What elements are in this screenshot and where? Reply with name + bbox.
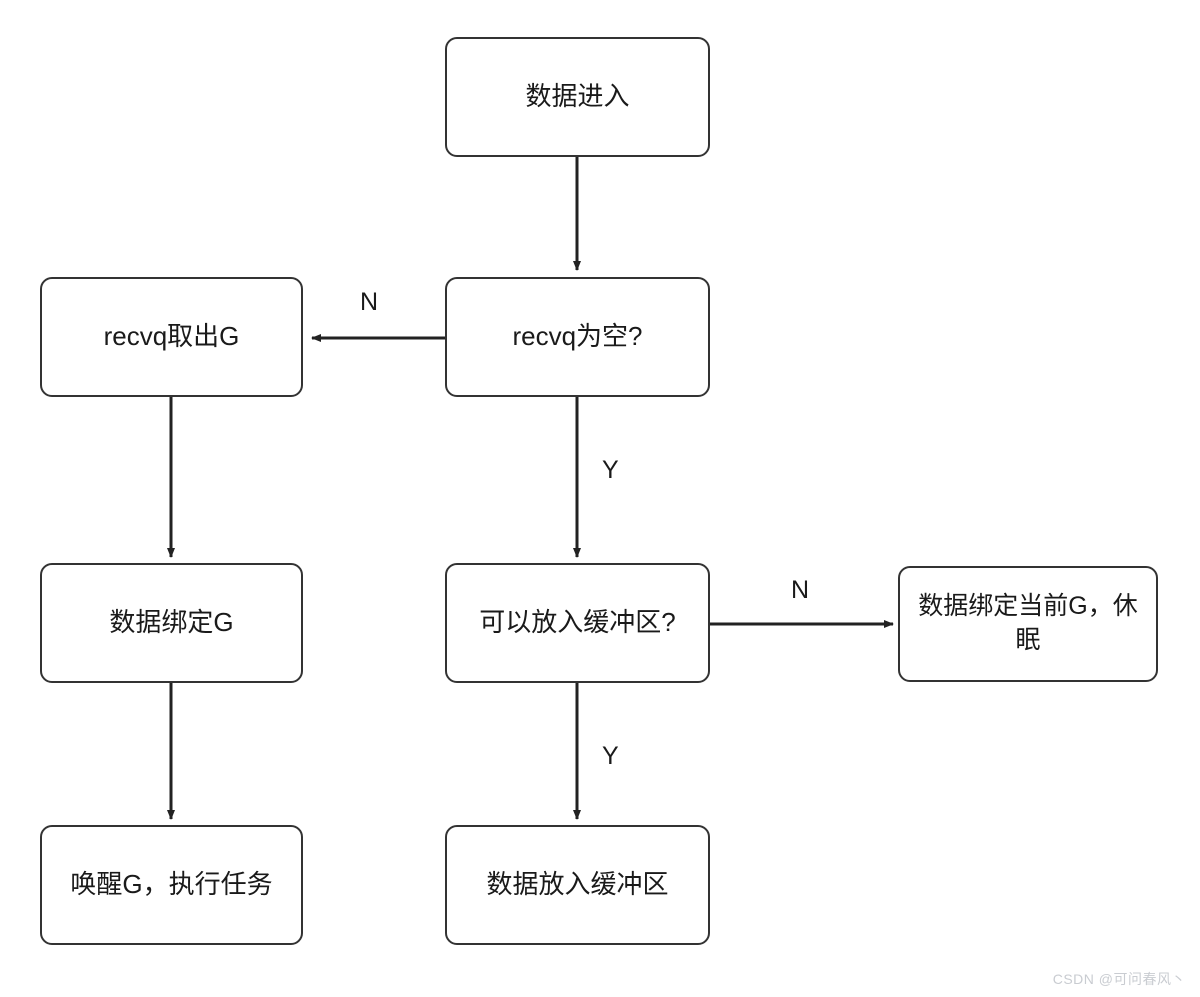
node-recvq-empty-label: recvq为空? [512, 321, 643, 352]
node-wake-g-label: 唤醒G，执行任务 [70, 869, 273, 900]
node-recvq-pop[interactable]: recvq取出G [40, 277, 303, 397]
node-put-buffer-label: 数据放入缓冲区 [486, 869, 669, 900]
watermark: CSDN @可问春风丶 [1052, 971, 1186, 987]
edge-label-buffer-ok-n: N [791, 576, 810, 604]
node-start-label: 数据进入 [525, 81, 630, 112]
node-put-buffer[interactable]: 数据放入缓冲区 [445, 825, 710, 945]
node-wake-g[interactable]: 唤醒G，执行任务 [40, 825, 303, 945]
node-recvq-empty[interactable]: recvq为空? [445, 277, 710, 397]
edge-label-recvq-empty-y: Y [602, 456, 619, 484]
edge-label-recvq-empty-n: N [360, 288, 379, 316]
node-buffer-ok[interactable]: 可以放入缓冲区? [445, 563, 710, 683]
edge-label-buffer-ok-y: Y [602, 742, 619, 770]
node-start[interactable]: 数据进入 [445, 37, 710, 157]
node-buffer-ok-label: 可以放入缓冲区? [479, 607, 676, 638]
node-recvq-pop-label: recvq取出G [103, 321, 240, 352]
node-bind-sleep[interactable]: 数据绑定当前G，休眠 [898, 566, 1158, 682]
node-bind-g[interactable]: 数据绑定G [40, 563, 303, 683]
node-bind-g-label: 数据绑定G [109, 607, 234, 638]
node-bind-sleep-label: 数据绑定当前G，休眠 [918, 592, 1138, 654]
